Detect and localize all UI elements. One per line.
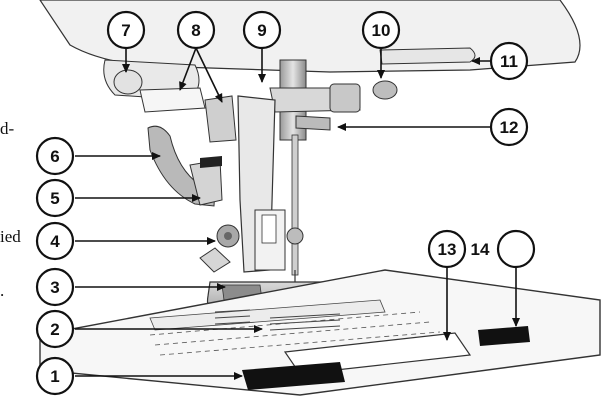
callout-7: 7 — [106, 10, 146, 50]
callout-7-number: 7 — [121, 21, 130, 40]
callout-10-number: 10 — [372, 21, 391, 40]
callout-1-number: 1 — [50, 367, 59, 386]
plate-slot — [478, 326, 530, 346]
callout-5-number: 5 — [50, 189, 59, 208]
callout-13-number: 13 — [438, 240, 457, 259]
callout-14: 14 — [471, 229, 536, 269]
callout-4-number: 4 — [50, 232, 60, 251]
machine-head — [39, 0, 581, 113]
side-text-fragment-middle: ied — [0, 227, 21, 246]
callout-3-number: 3 — [50, 278, 59, 297]
callout-9-number: 9 — [257, 21, 266, 40]
callout-5: 5 — [35, 178, 75, 218]
callout-12-number: 12 — [500, 118, 519, 137]
callout-8-number: 8 — [191, 21, 200, 40]
side-text-fragment-low: . — [0, 281, 5, 300]
callout-12: 12 — [489, 107, 529, 147]
callout-6-number: 6 — [50, 147, 59, 166]
presser-foot-shank — [204, 95, 304, 273]
side-text-fragment-top: d- — [0, 119, 15, 138]
cover-release — [242, 362, 345, 390]
leader-lines — [75, 47, 520, 380]
callout-14-number: 14 — [471, 240, 490, 259]
callout-1: 1 — [35, 356, 75, 396]
callout-3: 3 — [35, 267, 75, 307]
callout-2-number: 2 — [50, 320, 59, 339]
callout-9: 9 — [242, 10, 282, 50]
callout-8: 8 — [176, 10, 216, 50]
callout-10: 10 — [361, 10, 401, 50]
thread-guide — [269, 80, 398, 131]
callout-13: 13 — [427, 229, 467, 269]
callout-2: 2 — [35, 309, 75, 349]
callout-11-number: 11 — [500, 52, 518, 71]
callout-11: 11 — [489, 41, 529, 81]
callout-6: 6 — [35, 136, 75, 176]
buttonhole-lever — [147, 125, 223, 207]
callout-4: 4 — [35, 221, 75, 261]
